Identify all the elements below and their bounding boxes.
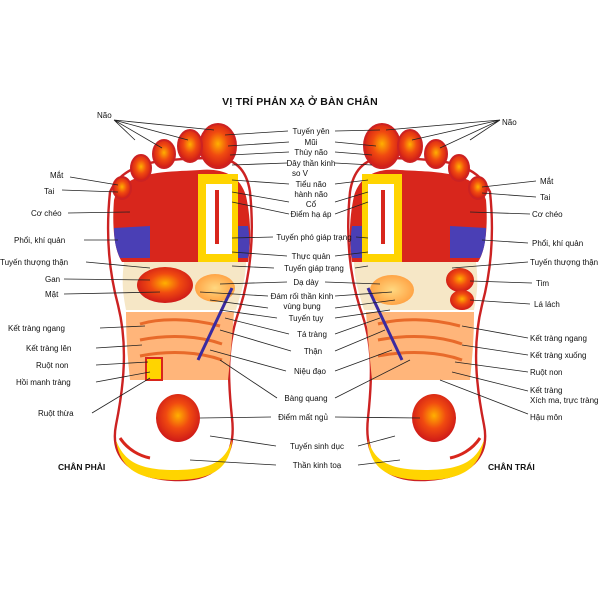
left-foot bbox=[346, 123, 494, 482]
right-foot-heel-band bbox=[116, 440, 232, 480]
label-trapezius-left: Cơ chéo bbox=[31, 209, 62, 218]
label-solar-plexus-2: vùng bụng bbox=[283, 302, 320, 311]
label-lung-left: Phổi, khí quản bbox=[14, 236, 65, 245]
right-foot-heel-accent bbox=[118, 437, 151, 460]
right-foot-toe-2 bbox=[177, 129, 203, 163]
label-ascending-colon: Kết tràng lên bbox=[26, 344, 71, 353]
label-colon: Kết tràng bbox=[530, 386, 562, 395]
label-pituitary: Tuyến yên bbox=[292, 127, 329, 136]
label-kidney: Thận bbox=[304, 347, 322, 356]
left-foot-toe-2 bbox=[397, 129, 423, 163]
right-foot bbox=[106, 123, 254, 482]
label-eye-left: Mắt bbox=[50, 171, 64, 180]
label-gallbladder: Mật bbox=[45, 290, 59, 299]
left-foot-stomach bbox=[370, 275, 414, 305]
left-foot-colon-zone bbox=[366, 312, 474, 380]
label-eye-right: Mắt bbox=[540, 177, 554, 186]
label-anus: Hậu môn bbox=[530, 413, 562, 422]
right-foot-kidney-line bbox=[196, 287, 234, 361]
right-foot-ball-blue bbox=[114, 226, 150, 258]
label-small-intestine-left: Ruột non bbox=[36, 361, 68, 370]
label-descending-colon: Kết tràng xuống bbox=[530, 351, 586, 360]
right-foot-toe-4 bbox=[130, 154, 152, 182]
center-labels: Tuyến yên Mũi Thùy não Dây thần kinh so … bbox=[271, 127, 352, 470]
right-foot-stomach bbox=[195, 274, 235, 302]
label-small-intestine-right: Ruột non bbox=[530, 368, 562, 377]
label-ileocecal: Hồi manh tràng bbox=[16, 378, 71, 387]
label-heart: Tim bbox=[536, 279, 549, 288]
right-side-labels: Não Mắt Tai Cơ chéo Phổi, khí quản Tuyến… bbox=[502, 118, 599, 422]
label-cerebellum: Tiểu não bbox=[296, 180, 327, 189]
label-thyroid: Tuyến giáp trạng bbox=[284, 264, 344, 273]
left-foot-toe-5 bbox=[468, 176, 488, 200]
left-foot-spleen bbox=[450, 290, 474, 310]
label-brain-right: Não bbox=[502, 118, 517, 127]
left-foot-toe-4 bbox=[448, 154, 470, 182]
right-foot-insomnia-point bbox=[156, 394, 200, 442]
left-foot-toe-3 bbox=[424, 139, 448, 169]
label-transverse-colon-left: Kết tràng ngang bbox=[8, 324, 65, 333]
label-appendix: Ruột thừa bbox=[38, 409, 74, 418]
left-foot-kidney-line bbox=[366, 287, 404, 361]
right-foot-caption: CHÂN PHẢI bbox=[58, 462, 106, 472]
left-foot-insomnia-point bbox=[412, 394, 456, 442]
label-solar-plexus: Đám rối thần kinh bbox=[271, 292, 334, 301]
label-hypotension-point: Điểm hạ áp bbox=[291, 210, 332, 219]
left-foot-heel-accent bbox=[449, 437, 482, 460]
left-side-labels: Não Mắt Tai Cơ chéo Phổi, khí quản Tuyến… bbox=[0, 111, 112, 418]
label-reproductive-gland: Tuyến sinh dục bbox=[290, 442, 344, 451]
label-adrenal-left: Tuyến thượng thận bbox=[0, 258, 68, 267]
label-sigmoid-rectum: Xích ma, trực tràng bbox=[530, 396, 599, 405]
right-foot-toe-3 bbox=[152, 139, 176, 169]
label-parathyroid: Tuyến phó giáp trạng bbox=[276, 233, 351, 242]
right-foot-toe-5 bbox=[112, 176, 132, 200]
right-foot-liver bbox=[137, 267, 193, 303]
label-sciatic-nerve: Thần kinh toạ bbox=[293, 461, 342, 470]
label-adrenal-right: Tuyến thượng thận bbox=[530, 258, 598, 267]
label-liver: Gan bbox=[45, 275, 60, 284]
label-neck: Cổ bbox=[306, 200, 317, 209]
label-nose: Mũi bbox=[305, 138, 318, 147]
left-foot-ball-blue bbox=[450, 226, 486, 258]
label-nerve-so-v: so V bbox=[292, 169, 309, 178]
label-insomnia-point: Điểm mất ngủ bbox=[278, 413, 328, 422]
left-foot-ball-blue-2 bbox=[350, 226, 364, 258]
label-ear-right: Tai bbox=[540, 193, 550, 202]
left-foot-heel-band bbox=[368, 440, 484, 480]
label-lung-right: Phổi, khí quản bbox=[532, 239, 583, 248]
label-spleen: Lá lách bbox=[534, 300, 560, 309]
label-stomach: Dạ dày bbox=[293, 278, 318, 287]
label-brain-left: Não bbox=[97, 111, 112, 120]
label-ear-left: Tai bbox=[44, 187, 54, 196]
right-foot-intestine bbox=[139, 318, 223, 362]
label-duodenum: Tá tràng bbox=[297, 330, 327, 339]
label-trapezius-right: Cơ chéo bbox=[532, 210, 563, 219]
diagram-title: VỊ TRÍ PHẢN XẠ Ở BÀN CHÂN bbox=[222, 96, 378, 108]
right-foot-ball-blue-2 bbox=[236, 226, 250, 258]
label-medulla: hành não bbox=[294, 190, 328, 199]
label-pancreas: Tuyến tụy bbox=[289, 314, 324, 323]
label-brain-lobe: Thùy não bbox=[294, 148, 328, 157]
label-esophagus: Thực quản bbox=[292, 252, 331, 261]
label-bladder: Bàng quang bbox=[284, 394, 327, 403]
label-urethra: Niệu đạo bbox=[294, 367, 327, 376]
left-foot-caption: CHÂN TRÁI bbox=[488, 462, 535, 472]
label-transverse-colon-right: Kết tràng ngang bbox=[530, 334, 587, 343]
leader-lines bbox=[61, 119, 537, 466]
right-foot-appendix bbox=[145, 357, 163, 381]
left-foot-heart bbox=[446, 268, 474, 292]
label-nerve: Dây thần kinh bbox=[287, 159, 336, 168]
